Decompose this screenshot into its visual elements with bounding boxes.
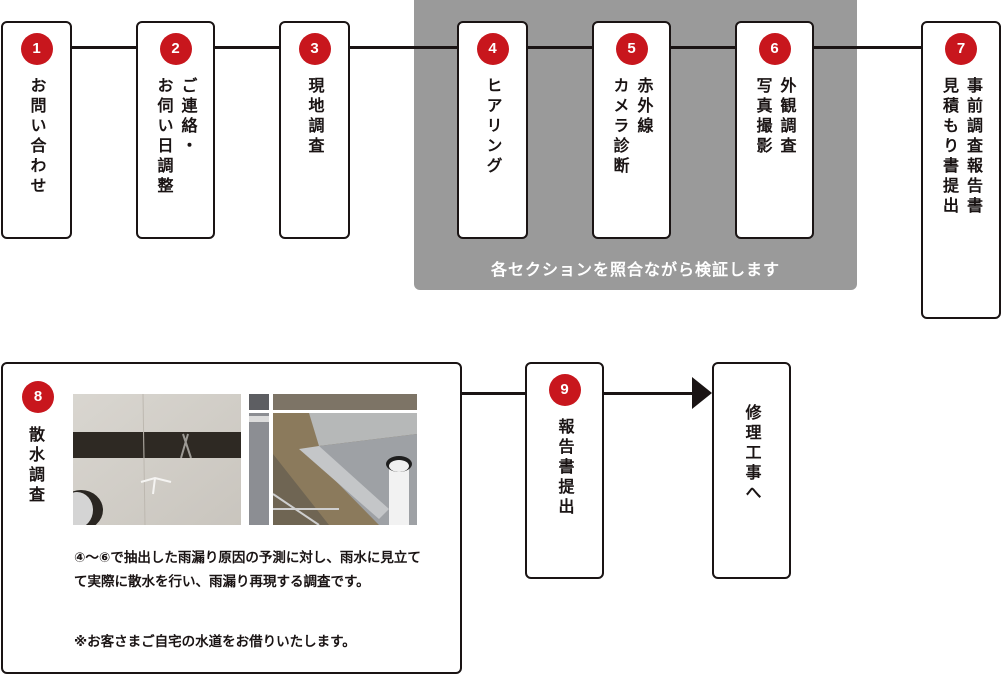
step-label: 現地調査 bbox=[305, 77, 325, 157]
step-1-card: 1 お問い合わせ bbox=[1, 21, 72, 239]
step-8-card: 8 散水調査 bbox=[1, 362, 462, 674]
step-label-line-2: お伺い日調整 bbox=[154, 77, 174, 197]
wall-photo-graphic bbox=[73, 394, 241, 525]
connector-line-9-final bbox=[603, 392, 693, 395]
step-label: 散水調査 bbox=[26, 426, 45, 506]
connector-line-8-9 bbox=[461, 392, 525, 395]
step-number-badge: 3 bbox=[298, 33, 331, 65]
step-2-card: 2 ご連絡・ お伺い日調整 bbox=[136, 21, 215, 239]
gutter-photo-graphic bbox=[249, 394, 417, 525]
step-number-badge: 9 bbox=[548, 374, 581, 406]
step-number-badge: 2 bbox=[159, 33, 192, 65]
step-9-card: 9 報告書提出 bbox=[525, 362, 604, 579]
step-7-card: 7 事前調査報告書 見積もり書提出 bbox=[921, 21, 1001, 319]
step-3-card: 3 現地調査 bbox=[279, 21, 350, 239]
step-label-line-1: 事前調査報告書 bbox=[964, 77, 983, 217]
step-label: 報告書提出 bbox=[555, 418, 575, 518]
step-label-line-2: 見積もり書提出 bbox=[940, 77, 959, 217]
step-label-line-2: カメラ診断 bbox=[610, 77, 630, 177]
step-label-line-2: 写真撮影 bbox=[753, 77, 773, 157]
step-8-description: ④〜⑥で抽出した雨漏り原因の予測に対し、雨水に見立てて実際に散水を行い、雨漏り再… bbox=[74, 550, 421, 590]
wall-water-spray-photo bbox=[73, 394, 241, 525]
repair-work-label: 修理工事へ bbox=[742, 404, 762, 504]
step-label-line-1: ご連絡・ bbox=[178, 77, 198, 157]
step-number-badge: 4 bbox=[476, 33, 509, 65]
step-8-note: ※お客さまご自宅の水道をお借りいたします。 bbox=[74, 634, 356, 650]
step-number-badge: 7 bbox=[945, 33, 977, 65]
step-number-badge: 8 bbox=[22, 381, 54, 413]
step-label-line-1: 赤外線 bbox=[634, 77, 654, 137]
gutter-water-spray-photo bbox=[249, 394, 417, 525]
arrow-head-icon bbox=[692, 377, 712, 409]
step-number-badge: 1 bbox=[20, 33, 53, 65]
repair-work-card: 修理工事へ bbox=[712, 362, 791, 579]
panel-caption: 各セクションを照合ながら検証します bbox=[490, 260, 780, 279]
step-6-card: 6 外観調査 写真撮影 bbox=[735, 21, 814, 239]
step-label-line-1: 外観調査 bbox=[777, 77, 797, 157]
step-4-card: 4 ヒアリング bbox=[457, 21, 528, 239]
step-number-badge: 6 bbox=[758, 33, 791, 65]
step-5-card: 5 赤外線 カメラ診断 bbox=[592, 21, 671, 239]
step-label: ヒアリング bbox=[483, 77, 503, 177]
step-label: お問い合わせ bbox=[27, 77, 47, 197]
step-number-badge: 5 bbox=[615, 33, 648, 65]
